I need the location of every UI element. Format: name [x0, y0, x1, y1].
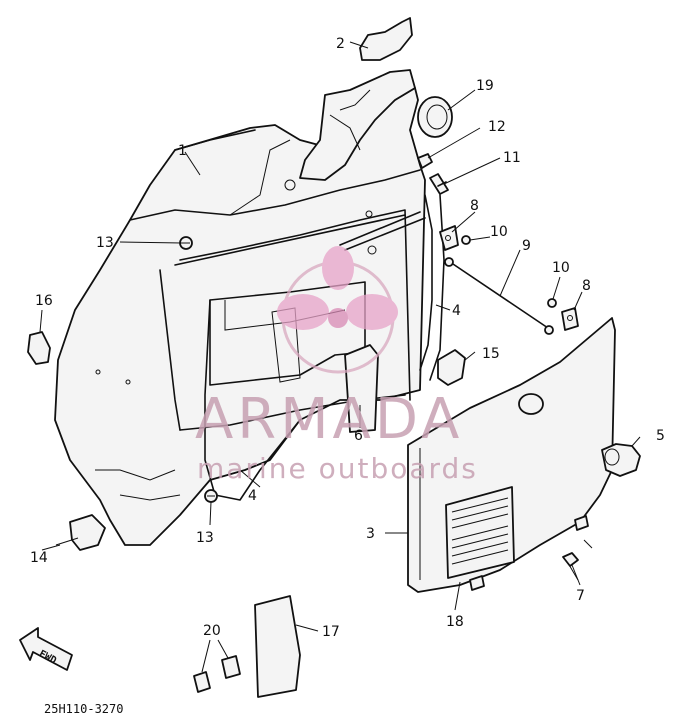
part-4-seal-left — [339, 211, 426, 251]
label-4-right: 4 — [452, 303, 461, 319]
part-17-grommet — [417, 96, 453, 138]
fwd-arrow-icon: FWD — [19, 627, 73, 671]
label-13-upper: 13 — [96, 235, 114, 251]
label-16: 16 — [35, 293, 53, 309]
label-6: 6 — [354, 428, 363, 444]
label-10-upper: 10 — [490, 224, 508, 240]
label-19: 17 — [322, 624, 340, 640]
label-7: 7 — [576, 588, 585, 604]
label-2: 2 — [336, 36, 345, 52]
label-11: 11 — [503, 150, 521, 166]
watermark: ARMADA marine outboards — [195, 246, 478, 485]
label-8-upper: 8 — [470, 198, 479, 214]
label-14: 14 — [30, 550, 48, 566]
label-5: 5 — [656, 428, 665, 444]
armada-logo-icon — [277, 246, 398, 374]
label-13-lower: 13 — [196, 530, 214, 546]
part-8-bracket-lower — [561, 307, 579, 331]
label-4-lower: 4 — [248, 488, 257, 504]
part-4-seal-right — [419, 194, 445, 381]
part-5-knob — [601, 443, 641, 477]
label-20: 20 — [203, 623, 221, 639]
part-15-clip — [437, 349, 466, 386]
part-8-bracket-upper — [439, 225, 459, 251]
part-20-clips — [193, 655, 241, 693]
label-18: 18 — [446, 614, 464, 630]
part-13-screw-upper — [179, 236, 193, 250]
part-4-gasket-loop — [204, 299, 301, 501]
part-16-clip — [27, 331, 51, 365]
leader-lines — [39, 41, 641, 673]
cowling-upper-neck — [299, 69, 416, 181]
part-7-screw — [562, 539, 593, 581]
label-12: 12 — [488, 119, 506, 135]
watermark-tagline: marine outboards — [197, 452, 478, 485]
label-15: 15 — [482, 346, 500, 362]
part-14-bracket — [69, 514, 106, 551]
part-3-side-panel — [407, 317, 616, 593]
label-10-lower: 10 — [552, 260, 570, 276]
label-3: 3 — [366, 526, 375, 542]
part-10-nut-lower — [547, 298, 557, 308]
label-1: 1 — [178, 143, 187, 159]
part-9-rod — [444, 257, 554, 335]
part-19-plate — [254, 595, 301, 698]
drawing-number: 25H110-3270 — [44, 702, 123, 716]
watermark-brand: ARMADA — [195, 387, 463, 452]
part-11-bolt — [429, 173, 449, 195]
label-9: 9 — [522, 238, 531, 254]
part-number-labels: 2 19 12 11 1 13 8 10 9 10 8 4 15 16 5 6 … — [30, 36, 665, 640]
part-13-screw-lower — [204, 489, 218, 503]
part-10-nut-upper — [461, 235, 471, 245]
label-17: 19 — [476, 78, 494, 94]
bottom-cowling-part — [54, 87, 426, 546]
part-2-bracket — [359, 17, 413, 61]
label-8-lower: 8 — [582, 278, 591, 294]
